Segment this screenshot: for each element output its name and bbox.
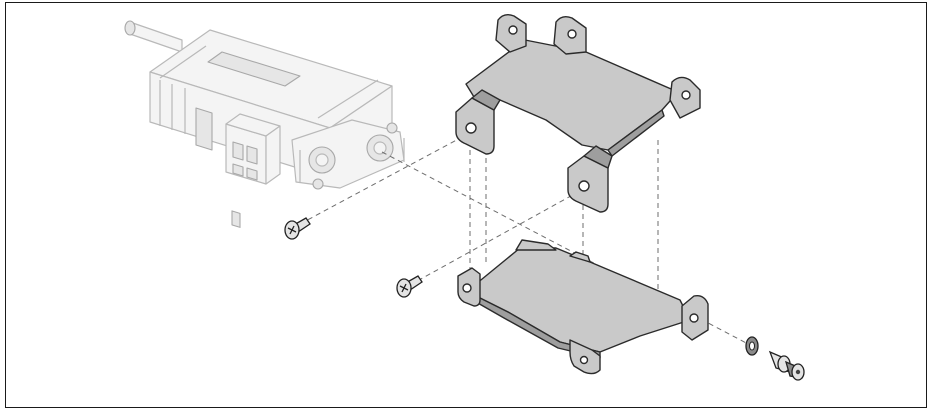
servo-connector [225, 113, 281, 228]
servo-side-slot [195, 107, 213, 151]
upper-mounting-bracket [455, 13, 701, 213]
lower-mounting-bracket [457, 239, 709, 375]
washer [745, 336, 759, 356]
lower-bracket-tab-rear-left [515, 239, 557, 251]
servo-label-recess [207, 51, 301, 87]
socket-head-screw [768, 350, 805, 381]
flat-head-screw-1 [284, 217, 311, 240]
flat-head-screw-2 [396, 275, 423, 298]
servo-shaft [124, 20, 183, 53]
servo-end-cap [291, 119, 405, 190]
servo-motor [124, 20, 405, 228]
assembly-guide-lines [299, 135, 753, 347]
